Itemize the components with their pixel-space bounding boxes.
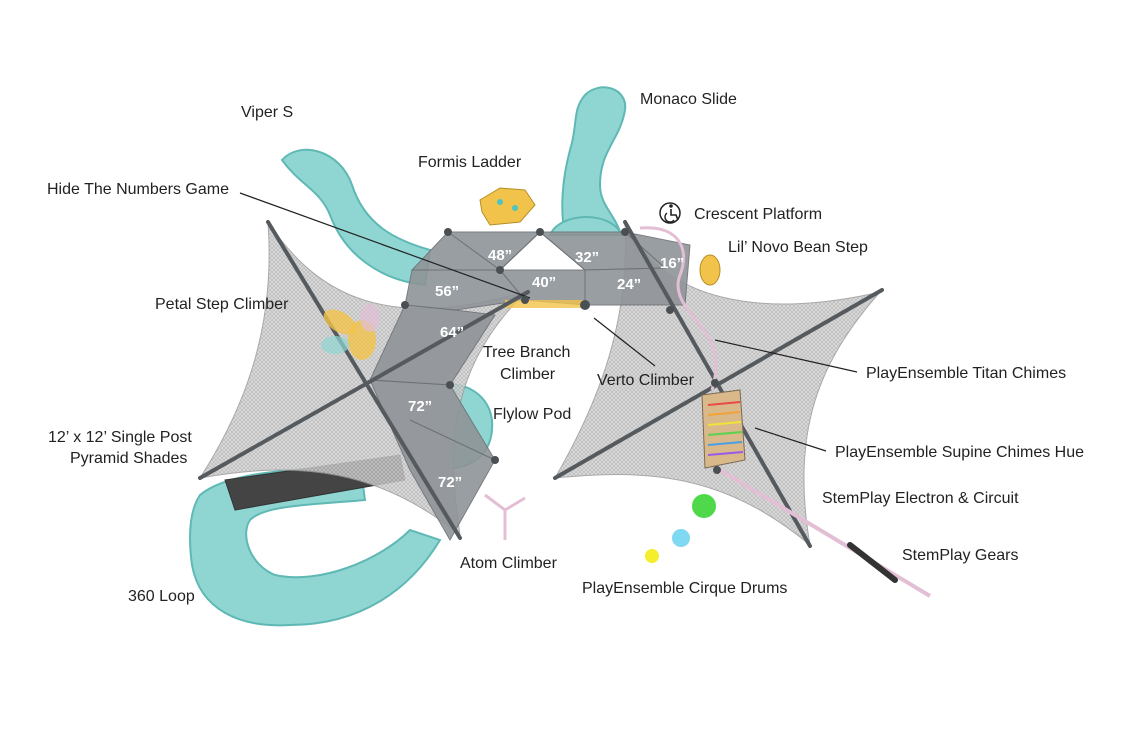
- label-crescent-platform: Crescent Platform: [694, 206, 822, 223]
- label-pyramid-shades-line1: 12’ x 12’ Single Post: [48, 429, 192, 446]
- lil-novo-bean-step: [699, 254, 721, 286]
- label-tree-branch-line2: Climber: [500, 366, 556, 383]
- label-viper-s: Viper S: [241, 104, 293, 121]
- height-56: 56”: [435, 283, 459, 300]
- petal-step-climber: [321, 304, 380, 360]
- atom-climber: [484, 493, 526, 540]
- height-64: 64”: [440, 324, 464, 341]
- label-hide-the-numbers-game: Hide The Numbers Game: [47, 181, 229, 198]
- label-cirque-drums: PlayEnsemble Cirque Drums: [582, 580, 787, 597]
- label-360-loop: 360 Loop: [128, 588, 195, 605]
- label-stemplay-electron: StemPlay Electron & Circuit: [822, 490, 1019, 507]
- height-48: 48”: [488, 247, 512, 264]
- height-40: 40”: [532, 274, 556, 291]
- height-16: 16”: [660, 255, 684, 272]
- component-labels: Viper S Monaco Slide Formis Ladder Hide …: [47, 91, 1084, 605]
- height-24: 24”: [617, 276, 641, 293]
- label-titan-chimes: PlayEnsemble Titan Chimes: [866, 365, 1066, 382]
- label-atom-climber: Atom Climber: [460, 555, 558, 572]
- viper-s-slide: [280, 148, 432, 287]
- label-verto-climber: Verto Climber: [597, 372, 695, 389]
- label-supine-chimes: PlayEnsemble Supine Chimes Hue: [835, 444, 1084, 461]
- monaco-slide: [548, 86, 627, 237]
- wheelchair-accessible-icon: [659, 202, 681, 224]
- leader-lines: [239, 192, 858, 452]
- label-lil-novo-bean-step: Lil’ Novo Bean Step: [728, 239, 868, 256]
- stemplay-gears: [718, 468, 932, 598]
- label-pyramid-shades-line2: Pyramid Shades: [70, 450, 187, 467]
- deck-heights: 48” 40” 32” 16” 56” 24” 64” 72” 72”: [408, 247, 684, 491]
- formis-ladder: [479, 187, 536, 226]
- height-72-upper: 72”: [408, 398, 432, 415]
- label-petal-step-climber: Petal Step Climber: [155, 296, 289, 313]
- crescent-platform-rail: [639, 226, 718, 391]
- cirque-drums: [645, 494, 716, 563]
- label-flylow-pod: Flylow Pod: [493, 406, 571, 423]
- label-tree-branch-line1: Tree Branch: [483, 344, 570, 361]
- label-formis-ladder: Formis Ladder: [418, 154, 522, 171]
- height-72-lower: 72”: [438, 474, 462, 491]
- deck-post-dots: [401, 228, 721, 474]
- label-stemplay-gears: StemPlay Gears: [902, 547, 1018, 564]
- height-32: 32”: [575, 249, 599, 266]
- label-monaco-slide: Monaco Slide: [640, 91, 737, 108]
- supine-chimes: [701, 389, 746, 469]
